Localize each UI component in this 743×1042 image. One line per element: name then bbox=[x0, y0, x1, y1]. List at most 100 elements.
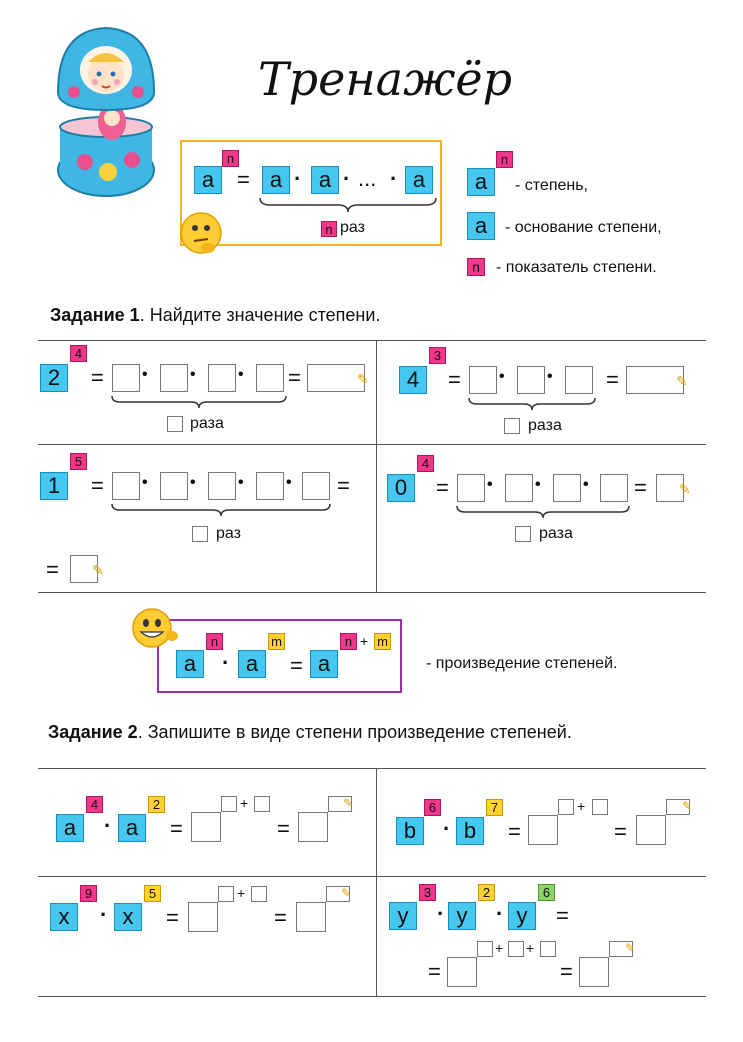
t2i1-e1-tile: 4 bbox=[86, 796, 103, 813]
t1c2-count-label: раза bbox=[528, 417, 562, 434]
t2i1-result-exp-box[interactable] bbox=[328, 796, 352, 812]
t1c1-factor-box-1[interactable] bbox=[112, 364, 140, 392]
t1c3-factor-box-3[interactable] bbox=[208, 472, 236, 500]
t1c3-equals-1: = bbox=[91, 473, 104, 498]
legend-power-text: - степень, bbox=[515, 177, 588, 194]
t2i1-base-box[interactable] bbox=[191, 812, 221, 842]
t1c4-count-box[interactable] bbox=[515, 526, 531, 542]
t1c2-factor-box-2[interactable] bbox=[517, 366, 545, 394]
t2i2-result-exp-box[interactable] bbox=[666, 799, 690, 815]
t2i3-dot: · bbox=[100, 902, 108, 927]
t2i2-result-base-box[interactable] bbox=[636, 815, 666, 845]
definition-frame bbox=[180, 140, 442, 246]
t1c4-factor-box-2[interactable] bbox=[505, 474, 533, 502]
def-times-label: раз bbox=[340, 219, 365, 236]
t1c3-equals-3: = bbox=[46, 557, 59, 582]
rule-frame bbox=[157, 619, 402, 693]
rule-sum-m-tile: m bbox=[374, 633, 391, 650]
t2i4-exp-box-1[interactable] bbox=[477, 941, 493, 957]
t1c1-dot-2: • bbox=[190, 366, 196, 383]
def-dot-1: · bbox=[294, 166, 302, 191]
t1c3-factor-box-4[interactable] bbox=[256, 472, 284, 500]
t1c3-factor-box-1[interactable] bbox=[112, 472, 140, 500]
t2i1-equals-2: = bbox=[277, 816, 290, 841]
t1c4-factor-box-4[interactable] bbox=[600, 474, 628, 502]
t1c1-factor-box-2[interactable] bbox=[160, 364, 188, 392]
def-dot-2: · bbox=[343, 166, 351, 191]
t1c2-dot-2: • bbox=[547, 368, 553, 385]
t2i3-equals-1: = bbox=[166, 905, 179, 930]
t1c2-base-tile: 4 bbox=[399, 366, 427, 394]
t1c2-exp-tile: 3 bbox=[429, 347, 446, 364]
t2i3-exp-box-2[interactable] bbox=[251, 886, 267, 902]
t2i2-base-box[interactable] bbox=[528, 815, 558, 845]
t1c1-factor-box-3[interactable] bbox=[208, 364, 236, 392]
t2i4-plus-1: + bbox=[495, 940, 504, 956]
t1c3-count-box[interactable] bbox=[192, 526, 208, 542]
t2i4-exp-box-2[interactable] bbox=[508, 941, 524, 957]
t2i1-result-base-box[interactable] bbox=[298, 812, 328, 842]
t2i3-result-exp-box[interactable] bbox=[326, 886, 350, 902]
t2i2-equals-1: = bbox=[508, 819, 521, 844]
t1c4-count-label: раза bbox=[539, 525, 573, 542]
t2i4-equals-1: = bbox=[556, 903, 569, 928]
def-equals: = bbox=[237, 167, 250, 192]
t2i1-exp-box-1[interactable] bbox=[221, 796, 237, 812]
def-ellipsis: ... bbox=[358, 166, 377, 191]
t1c2-pencil-icon: ✎ bbox=[676, 373, 688, 389]
t1c1-answer-box[interactable] bbox=[307, 364, 365, 392]
t2i1-exp-box-2[interactable] bbox=[254, 796, 270, 812]
task2-heading-rest: . Запишите в виде степени произведение с… bbox=[137, 722, 572, 742]
table2-bottom-line bbox=[38, 996, 706, 997]
t2i2-exp-box-2[interactable] bbox=[592, 799, 608, 815]
t1c2-count-box[interactable] bbox=[504, 418, 520, 434]
t1c4-answer-box[interactable] bbox=[656, 474, 684, 502]
rule-equals: = bbox=[290, 653, 303, 678]
t1c2-answer-box[interactable] bbox=[626, 366, 684, 394]
rule-a2-tile: a bbox=[238, 650, 266, 678]
t2i4-result-base-box[interactable] bbox=[579, 957, 609, 987]
table1-bottom-line bbox=[38, 592, 706, 593]
matryoshka-image bbox=[50, 22, 162, 200]
t2i4-b1-tile: y bbox=[389, 902, 417, 930]
legend-exponent-text: - показатель степени. bbox=[496, 259, 657, 276]
t2i2-b2-tile: b bbox=[456, 817, 484, 845]
t1c4-equals-2: = bbox=[634, 475, 647, 500]
def-factor-3: a bbox=[405, 166, 433, 194]
t2i1-e2-tile: 2 bbox=[148, 796, 165, 813]
t1c1-count-box[interactable] bbox=[167, 416, 183, 432]
t1c2-factor-box-3[interactable] bbox=[565, 366, 593, 394]
rule-sum-plus: + bbox=[360, 633, 369, 649]
t2i2-b1-tile: b bbox=[396, 817, 424, 845]
t2i1-equals-1: = bbox=[170, 816, 183, 841]
table1-vertical-line bbox=[376, 340, 377, 592]
t1c3-dot-4: • bbox=[286, 474, 292, 491]
t2i4-base-box[interactable] bbox=[447, 957, 477, 987]
t1c3-answer-box[interactable] bbox=[70, 555, 98, 583]
t2i4-exp-box-3[interactable] bbox=[540, 941, 556, 957]
t1c4-factor-box-3[interactable] bbox=[553, 474, 581, 502]
t2i3-exp-box-1[interactable] bbox=[218, 886, 234, 902]
legend-power-tile: a bbox=[467, 168, 495, 196]
t1c3-dot-1: • bbox=[142, 474, 148, 491]
t2i4-result-exp-box[interactable] bbox=[609, 941, 633, 957]
thinking-emoji-icon bbox=[176, 208, 226, 258]
t1c3-pencil-icon: ✎ bbox=[92, 562, 104, 578]
t1c1-equals-1: = bbox=[91, 365, 104, 390]
t1c1-exp-tile: 4 bbox=[70, 345, 87, 362]
legend-base-tile: a bbox=[467, 212, 495, 240]
t1c3-factor-box-2[interactable] bbox=[160, 472, 188, 500]
t2i3-e2-tile: 5 bbox=[144, 885, 161, 902]
t1c4-equals-1: = bbox=[436, 475, 449, 500]
t1c1-brace bbox=[111, 395, 287, 409]
t1c2-factor-box-1[interactable] bbox=[469, 366, 497, 394]
t2i3-base-box[interactable] bbox=[188, 902, 218, 932]
t2i3-result-base-box[interactable] bbox=[296, 902, 326, 932]
t1c4-factor-box-1[interactable] bbox=[457, 474, 485, 502]
t2i4-b2-tile: y bbox=[448, 902, 476, 930]
rule-sum-n-tile: n bbox=[340, 633, 357, 650]
t2i2-exp-box-1[interactable] bbox=[558, 799, 574, 815]
t1c4-base-tile: 0 bbox=[387, 474, 415, 502]
t1c1-factor-box-4[interactable] bbox=[256, 364, 284, 392]
t1c3-factor-box-5[interactable] bbox=[302, 472, 330, 500]
